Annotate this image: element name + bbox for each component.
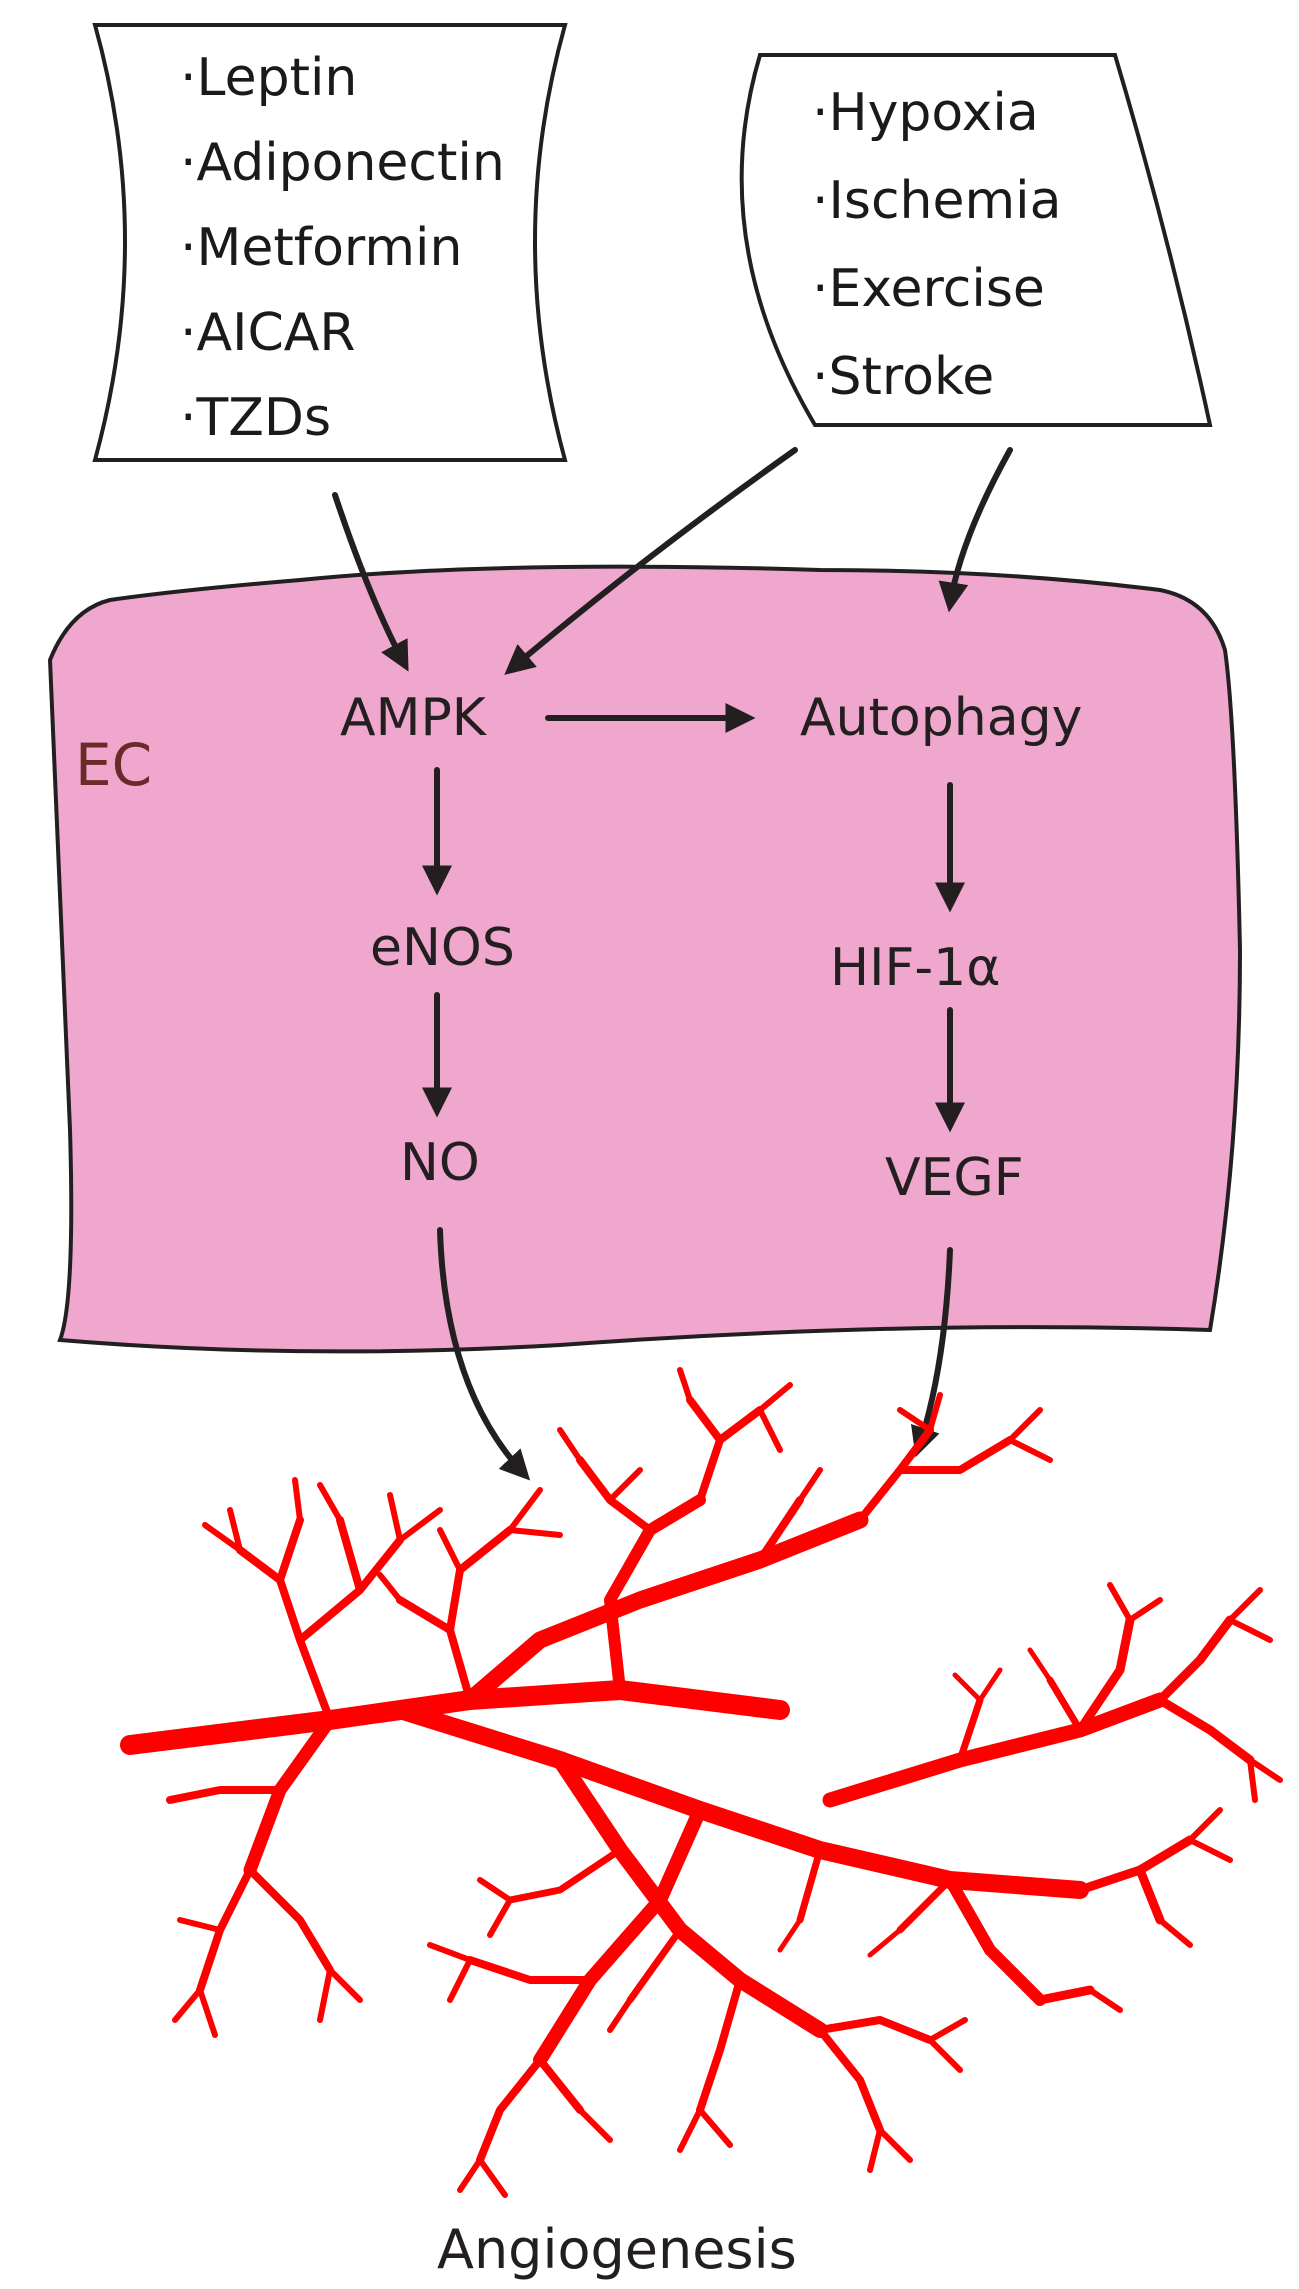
stimulus-tzds: ·TZDs — [180, 388, 331, 448]
stimulus-metformin: ·Metformin — [180, 218, 462, 278]
vascular-network-illustration — [120, 1367, 1283, 2198]
stimulus-leptin: ·Leptin — [180, 48, 357, 108]
node-vegf: VEGF — [885, 1148, 1024, 1208]
stimulus-adiponectin: ·Adiponectin — [180, 133, 505, 193]
endothelial-cell — [47, 564, 1243, 1354]
arrow-left-stimuli-to-ampk — [332, 492, 409, 672]
arrow-right-stimuli-to-ampk — [504, 447, 798, 675]
node-hif: HIF-1α — [830, 938, 1000, 998]
node-ampk: AMPK — [340, 688, 488, 748]
stimulus-stroke: ·Stroke — [812, 347, 994, 407]
stimulus-exercise: ·Exercise — [812, 259, 1045, 319]
node-enos: eNOS — [370, 918, 515, 978]
stimuli-box-right: ·Hypoxia ·Ischemia ·Exercise ·Stroke — [739, 53, 1213, 427]
stimulus-ischemia: ·Ischemia — [812, 171, 1061, 231]
arrow-no-to-angiogenesis — [437, 1227, 531, 1481]
ec-label: EC — [75, 731, 152, 799]
arrow-right-stimuli-to-autophagy — [938, 447, 1013, 613]
stimulus-hypoxia: ·Hypoxia — [812, 83, 1039, 143]
outcome-label: Angiogenesis — [437, 2218, 797, 2281]
node-no: NO — [400, 1133, 480, 1193]
arrow-vegf-to-angiogenesis — [910, 1247, 953, 1458]
stimuli-box-left: ·Leptin ·Adiponectin ·Metformin ·AICAR ·… — [92, 23, 568, 462]
stimulus-aicar: ·AICAR — [180, 303, 355, 363]
node-autophagy: Autophagy — [800, 688, 1082, 748]
